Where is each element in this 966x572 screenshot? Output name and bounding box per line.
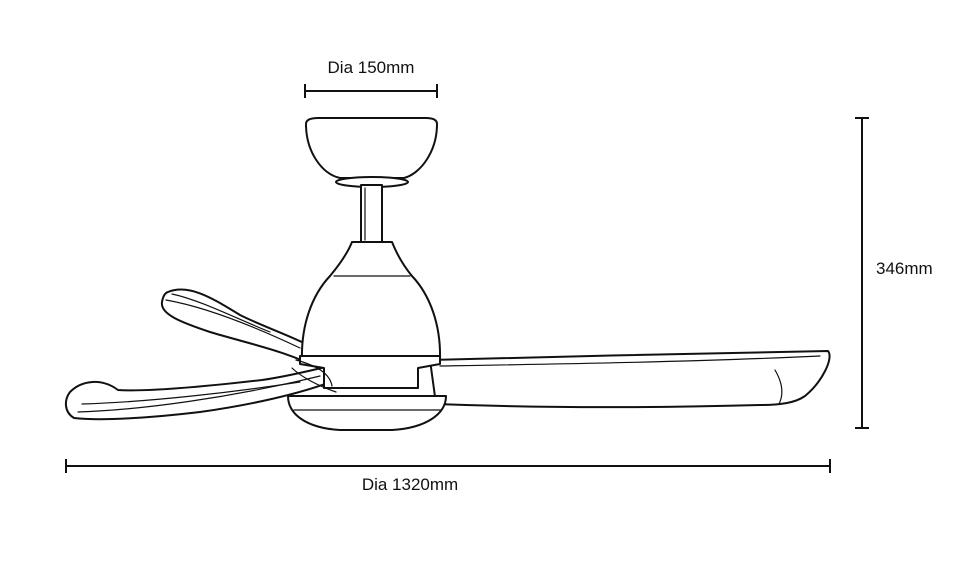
light-kit [287,395,447,431]
height-label: 346mm [876,259,933,278]
fan-diameter-label: Dia 1320mm [362,475,458,494]
height-dimension: 346mm [855,117,933,429]
canopy-diameter-dimension: Dia 150mm [304,58,438,98]
fan-diameter-dimension: Dia 1320mm [65,459,831,494]
downrod [360,184,383,243]
motor-housing [300,241,442,361]
ceiling-fan-drawing [64,117,831,431]
canopy [305,117,438,179]
canopy-diameter-label: Dia 150mm [328,58,415,77]
blade-hub [299,355,441,389]
blade-right [429,350,831,409]
